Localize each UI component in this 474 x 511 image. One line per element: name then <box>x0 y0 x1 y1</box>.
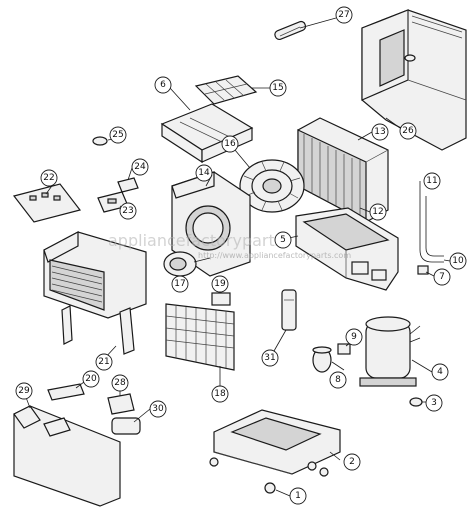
callout-25: 25 <box>109 126 127 144</box>
callout-11-label: 11 <box>426 176 437 186</box>
callout-14: 14 <box>195 164 213 182</box>
callout-6: 6 <box>154 76 172 94</box>
callout-1: 1 <box>289 487 307 505</box>
part-capacitor-clip <box>281 289 297 331</box>
callout-31: 31 <box>261 349 279 367</box>
callout-13: 13 <box>371 123 389 141</box>
callout-16-label: 16 <box>224 139 236 149</box>
callout-28-label: 28 <box>114 378 126 388</box>
callout-24-label: 24 <box>134 162 146 172</box>
part-float-switch <box>107 393 135 415</box>
callout-7: 7 <box>433 268 451 286</box>
part-grommet <box>409 397 423 407</box>
part-water-bucket <box>13 405 121 507</box>
callout-8: 8 <box>329 371 347 389</box>
part-small-bracket <box>211 292 231 306</box>
callout-22-label: 22 <box>43 173 54 183</box>
callout-30: 30 <box>149 400 167 418</box>
part-grille-filter <box>165 303 235 371</box>
callout-18-label: 18 <box>214 389 226 399</box>
callout-28: 28 <box>111 374 129 392</box>
callout-9-label: 9 <box>351 332 357 342</box>
callout-18: 18 <box>211 385 229 403</box>
part-base-plate <box>213 409 341 475</box>
callout-6-label: 6 <box>160 80 166 90</box>
callout-9: 9 <box>345 328 363 346</box>
part-air-filter-strip <box>194 75 258 105</box>
part-base-tray <box>295 207 399 291</box>
callout-3: 3 <box>425 394 443 412</box>
callout-24: 24 <box>131 158 149 176</box>
watermark-url: http://www.appliancefactoryparts.com <box>198 251 351 260</box>
callout-12-label: 12 <box>372 207 383 217</box>
part-casters <box>209 457 329 494</box>
part-capacitor <box>312 346 332 373</box>
callout-31-label: 31 <box>264 353 275 363</box>
part-blower-wheel <box>239 159 305 213</box>
callout-4: 4 <box>431 363 449 381</box>
callout-19: 19 <box>211 275 229 293</box>
part-float <box>111 417 141 435</box>
part-knob <box>92 136 108 146</box>
callout-21: 21 <box>95 353 113 371</box>
part-relay <box>337 343 351 355</box>
callout-27-label: 27 <box>338 10 349 20</box>
callout-19-label: 19 <box>214 279 226 289</box>
callout-10: 10 <box>449 252 467 270</box>
callout-30-label: 30 <box>152 404 164 414</box>
part-front-shell <box>43 231 147 355</box>
callout-2-label: 2 <box>349 457 355 467</box>
part-condenser-coil <box>297 117 389 223</box>
callout-5: 5 <box>274 231 292 249</box>
callout-4-label: 4 <box>437 367 443 377</box>
callout-23-label: 23 <box>122 206 133 216</box>
callout-14-label: 14 <box>198 168 210 178</box>
callout-5-label: 5 <box>280 235 286 245</box>
callout-15-label: 15 <box>272 83 283 93</box>
callout-11: 11 <box>423 172 441 190</box>
part-handle-grip <box>274 20 307 41</box>
callout-2: 2 <box>343 453 361 471</box>
callout-17-label: 17 <box>174 279 185 289</box>
part-switch <box>117 177 139 193</box>
callout-20: 20 <box>82 370 100 388</box>
part-fan-housing <box>171 171 251 277</box>
callout-26: 26 <box>399 122 417 140</box>
callout-21-label: 21 <box>98 357 109 367</box>
callout-23: 23 <box>119 202 137 220</box>
callout-10-label: 10 <box>452 256 464 266</box>
part-rear-cabinet <box>361 9 467 151</box>
callout-27: 27 <box>335 6 353 24</box>
callout-29-label: 29 <box>18 386 30 396</box>
callout-3-label: 3 <box>431 398 437 408</box>
callout-12: 12 <box>369 203 387 221</box>
part-fan-motor <box>163 251 211 277</box>
callout-29: 29 <box>15 382 33 400</box>
part-tubing <box>419 196 444 263</box>
callout-25-label: 25 <box>112 130 123 140</box>
callout-8-label: 8 <box>335 375 341 385</box>
callout-17: 17 <box>171 275 189 293</box>
part-control-plate <box>12 183 82 223</box>
callout-16: 16 <box>221 135 239 153</box>
callout-22: 22 <box>40 169 58 187</box>
callout-26-label: 26 <box>402 126 414 136</box>
watermark-brand: appliancefactoryparts <box>108 231 283 250</box>
part-top-panel <box>160 103 254 164</box>
callout-1-label: 1 <box>295 491 301 501</box>
part-small-clip <box>417 265 429 275</box>
callout-7-label: 7 <box>439 272 445 282</box>
callout-20-label: 20 <box>85 374 97 384</box>
callout-15: 15 <box>269 79 287 97</box>
callout-13-label: 13 <box>374 127 385 137</box>
part-handle-bar <box>47 383 85 401</box>
part-compressor <box>359 316 421 387</box>
